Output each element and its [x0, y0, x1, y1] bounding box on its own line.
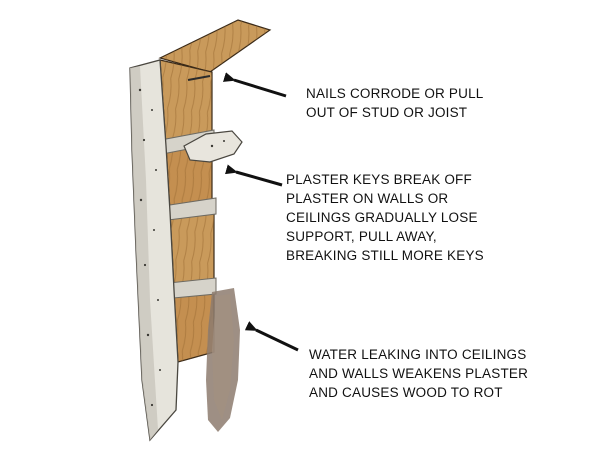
annotation-line: PLASTER KEYS BREAK OFF [286, 172, 472, 187]
annotation-line: NAILS CORRODE OR PULL [306, 86, 484, 101]
annotation-line: OUT OF STUD OR JOIST [306, 105, 468, 120]
water-arrow [244, 321, 299, 352]
plaster-keys-annotation: PLASTER KEYS BREAK OFF PLASTER ON WALLS … [286, 170, 484, 265]
annotation-line: SUPPORT, PULL AWAY, [286, 229, 437, 244]
broken-plaster-key [183, 130, 243, 163]
water-annotation: WATER LEAKING INTO CEILINGS AND WALLS WE… [309, 345, 528, 402]
annotation-line: AND WALLS WEAKENS PLASTER [309, 366, 529, 381]
plaster-keys-arrow [225, 164, 283, 187]
annotation-line: AND CAUSES WOOD TO ROT [309, 385, 503, 400]
annotation-line: WATER LEAKING INTO CEILINGS [309, 347, 527, 362]
nails-annotation: NAILS CORRODE OR PULL OUT OF STUD OR JOI… [306, 84, 484, 122]
annotation-line: PLASTER ON WALLS OR [286, 191, 449, 206]
nails-arrow [222, 72, 287, 98]
water-stain [206, 288, 240, 432]
nail-icon [187, 75, 211, 81]
annotation-line: CEILINGS GRADUALLY LOSE [286, 210, 478, 225]
plaster-wall [129, 59, 179, 442]
annotation-line: BREAKING STILL MORE KEYS [286, 248, 484, 263]
